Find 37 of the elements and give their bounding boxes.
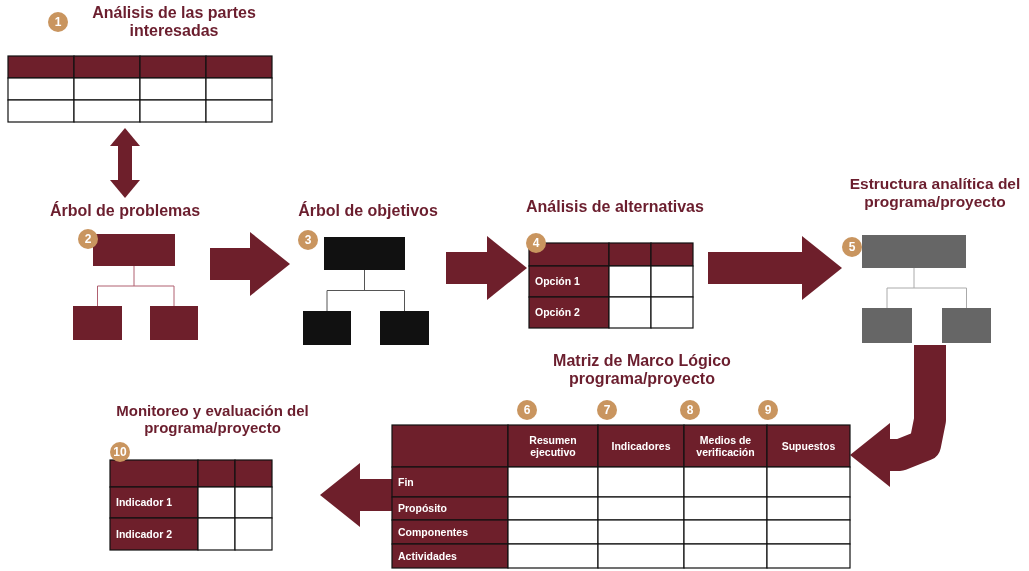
table-header-text: Fin [397,474,415,490]
step-heading: Árbol de objetivos [297,202,439,221]
table-header-text: Indicador 1 [115,495,173,511]
step-heading: Estructura analítica del programa/proyecto [848,175,1022,211]
step-number-badge: 1 [48,12,68,32]
block-arrow [110,128,140,198]
step-number-badge: 3 [298,230,318,250]
table-header-text: Componentes [397,524,469,540]
step-number-badge: 10 [110,442,130,462]
table-header-text: Opción 1 [534,274,581,290]
step-number-badge: 5 [842,237,862,257]
table-header-text: Medios de verificación [695,432,756,460]
diagram-step [392,352,850,568]
table-header-text: Supuestos [780,438,837,454]
step-number-badge: 6 [517,400,537,420]
step-heading: Monitoreo y evaluación del programa/proyecto [115,402,310,437]
block-arrow [708,236,842,300]
step-number-badge: 9 [758,400,778,420]
block-arrow [446,236,527,300]
block-arrow [210,232,290,296]
table-header-text: Actividades [397,548,458,564]
step-number-badge: 4 [526,233,546,253]
table-header-text: Resumen ejecutivo [528,432,578,460]
step-number-badge: 2 [78,229,98,249]
table-header-text: Propósito [397,501,448,517]
table-header-text: Indicador 2 [115,526,173,542]
diagram-step [6,4,272,126]
step-number-badge: 7 [597,400,617,420]
step-heading: Análisis de alternativas [526,198,705,217]
block-arrow [850,345,946,487]
step-heading: Árbol de problemas [48,202,202,221]
step-number-badge: 8 [680,400,700,420]
step-heading: Matriz de Marco Lógico programa/proyecto [552,352,732,389]
table-header-text: Opción 2 [534,305,581,321]
table-header-text: Indicadores [610,438,672,454]
step-heading: Análisis de las partes interesadas [91,4,257,41]
block-arrow [320,463,392,527]
